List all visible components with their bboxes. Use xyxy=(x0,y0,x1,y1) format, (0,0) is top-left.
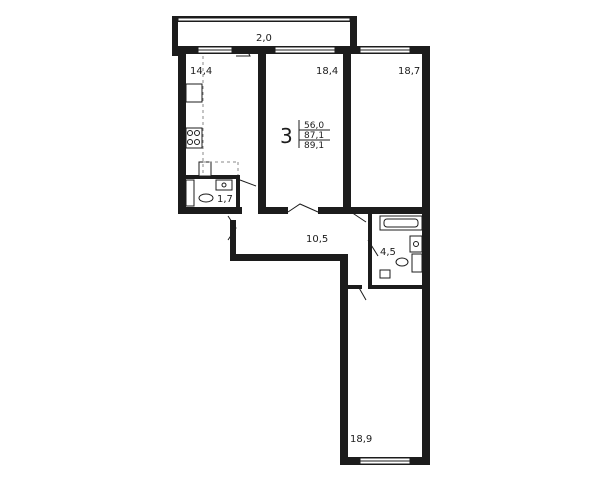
room-area-bathroom: 4,5 xyxy=(380,247,396,258)
balcony xyxy=(172,16,357,56)
doors xyxy=(227,47,379,301)
room-labels: 2,0 14,4 18,4 18,7 1,7 10,5 4,5 18,9 xyxy=(190,33,420,445)
total-area-with-balcony: 89,1 xyxy=(304,141,324,151)
summary-badge: 3 56,0 87,1 89,1 xyxy=(280,120,330,151)
bathroom-fixtures xyxy=(379,215,423,279)
kitchen-fixtures xyxy=(185,56,239,177)
room-area-hallway: 10,5 xyxy=(306,234,328,245)
room-area-balcony: 2,0 xyxy=(256,33,272,44)
room-area-room-bottom: 18,9 xyxy=(350,434,372,445)
rooms-count: 3 xyxy=(280,124,293,148)
room-area-room-middle: 18,4 xyxy=(316,66,338,77)
wc-fixtures xyxy=(185,179,233,207)
room-area-wc: 1,7 xyxy=(217,194,233,205)
total-area: 87,1 xyxy=(304,131,324,141)
living-area: 56,0 xyxy=(304,121,324,131)
room-area-kitchen: 14,4 xyxy=(190,66,212,77)
windows xyxy=(197,46,411,465)
room-area-room-right: 18,7 xyxy=(398,66,420,77)
